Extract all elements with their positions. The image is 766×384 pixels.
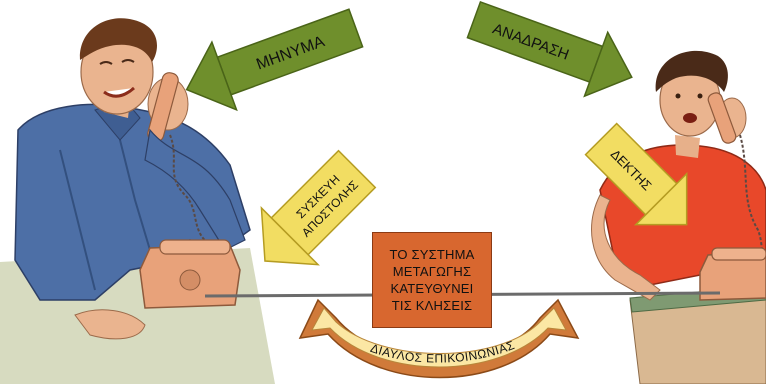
switch-line-2: ΜΕΤΑΓΩΓΗΣ	[392, 264, 472, 279]
handset-icon	[707, 92, 737, 144]
sender-device-arrow: ΣΥΣΚΕΥΗ ΑΠΟΣΤΟΛΗΣ	[260, 149, 377, 266]
switch-line-1: ΤΟ ΣΥΣΤΗΜΑ	[389, 247, 475, 262]
telephone-icon	[139, 239, 241, 309]
feedback-arrow: ΑΝΑΔΡΑΣΗ	[466, 0, 633, 98]
switch-line-4: ΤΙΣ ΚΛΗΣΕΙΣ	[391, 298, 473, 313]
message-arrow: ΜΗΝΥΜΑ	[185, 8, 364, 112]
switch-line-3: ΚΑΤΕΥΘΥΝΕΙ	[390, 281, 474, 296]
switching-system-box: ΤΟ ΣΥΣΤΗΜΑ ΜΕΤΑΓΩΓΗΣ ΚΑΤΕΥΘΥΝΕΙ ΤΙΣ ΚΛΗΣ…	[372, 232, 492, 328]
receiver-arrow: ΔΕΚΤΗΣ	[584, 122, 688, 226]
telephone-icon	[699, 247, 766, 301]
